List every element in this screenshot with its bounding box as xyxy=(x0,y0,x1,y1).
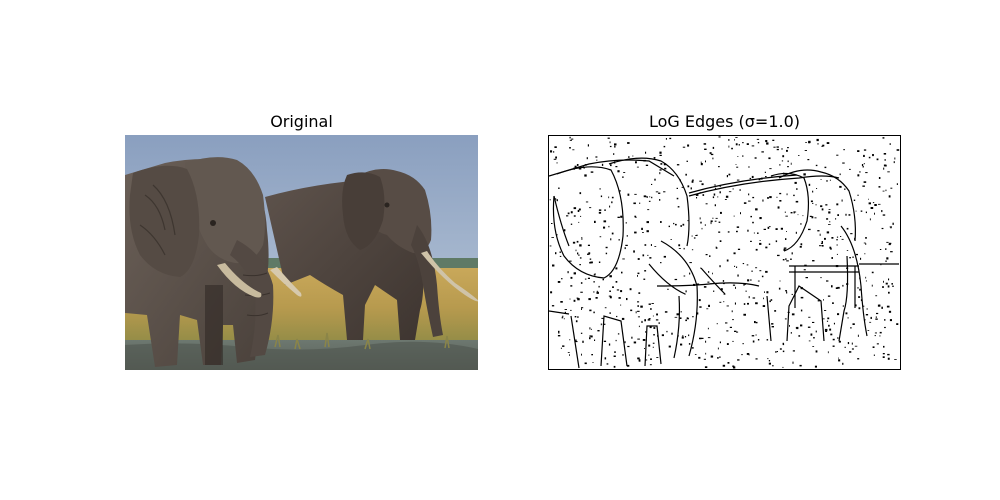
original-title: Original xyxy=(270,112,333,131)
original-image xyxy=(125,135,478,370)
log-edges-title: LoG Edges (σ=1.0) xyxy=(648,112,801,131)
log-edges-image xyxy=(548,135,901,370)
